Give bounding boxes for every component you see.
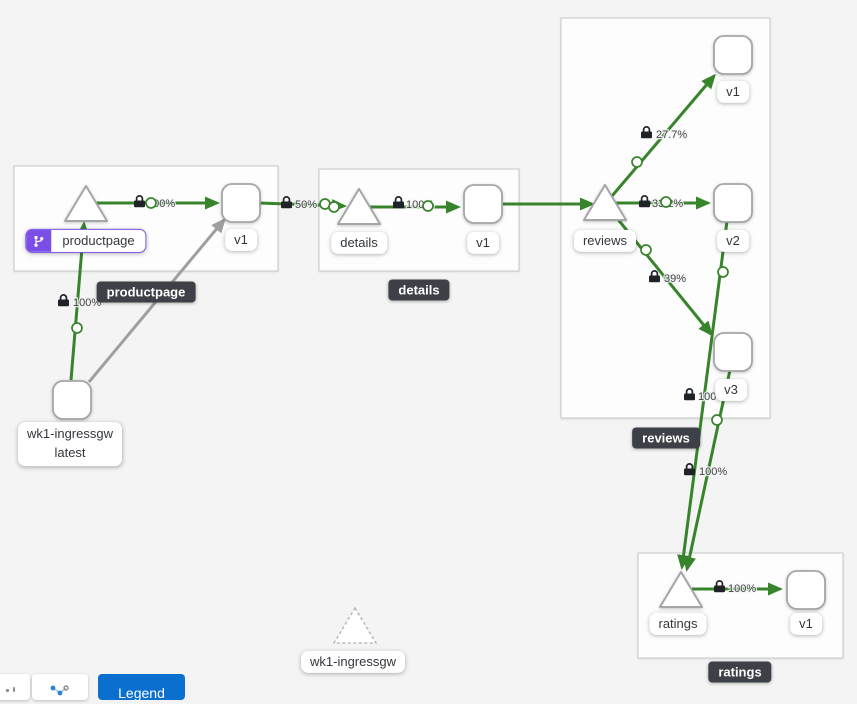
node-label-productpage-v1[interactable]: v1 (225, 228, 257, 252)
node-reviews-v3[interactable] (713, 332, 753, 372)
node-label-ratings-v1[interactable]: v1 (790, 612, 822, 636)
graph-overview-button[interactable] (32, 674, 88, 700)
mtls-lock-icon (281, 196, 292, 209)
node-productpage-v1[interactable] (221, 183, 261, 223)
hover-label-details: details (388, 279, 450, 301)
node-wk1-ingressgw-service-idle[interactable] (333, 607, 377, 644)
traffic-dot (640, 244, 652, 256)
edge-reviews-service-to-v1[interactable] (610, 73, 716, 197)
edge-reviews-v2-to-ratings-service[interactable] (677, 220, 729, 570)
node-label-details-v1[interactable]: v1 (467, 231, 499, 255)
traffic-dot (145, 197, 157, 209)
mtls-lock-icon (684, 388, 695, 401)
zoom-level-button[interactable] (0, 674, 30, 700)
traffic-dot (660, 196, 672, 208)
node-label-text: productpage (51, 229, 146, 253)
zoom-level-icon (4, 680, 17, 695)
node-ratings-v1[interactable] (786, 570, 826, 610)
node-label-line1: wk1-ingressgw (27, 426, 113, 442)
node-ratings-service[interactable] (659, 571, 703, 608)
node-label-wk1-ingressgw-service-idle[interactable]: wk1-ingressgw (301, 650, 405, 674)
edge-label-ingressgw-to-productpage-service: 100% (73, 297, 101, 309)
node-details-service[interactable] (337, 188, 381, 225)
traffic-dot (717, 266, 729, 278)
mtls-lock-icon (134, 195, 145, 208)
hover-label-reviews: reviews (632, 427, 700, 449)
traffic-dot (71, 322, 83, 334)
mtls-lock-icon (641, 126, 652, 139)
mtls-lock-icon (58, 294, 69, 307)
node-reviews-v1[interactable] (713, 35, 753, 75)
node-label-line2: latest (54, 445, 86, 460)
node-productpage-service[interactable] (64, 185, 108, 222)
mtls-lock-icon (649, 270, 660, 283)
node-label-reviews-v1[interactable]: v1 (717, 80, 749, 104)
hover-label-productpage: productpage (96, 281, 196, 303)
legend-button[interactable]: Legend (98, 674, 185, 701)
node-details-v1[interactable] (463, 184, 503, 224)
mtls-lock-icon (393, 196, 404, 209)
node-wk1-ingressgw-workload[interactable] (52, 380, 92, 420)
legend-button-label: Legend (118, 685, 165, 701)
traffic-dot (422, 200, 434, 212)
edge-reviews-v3-to-ratings-service[interactable] (683, 369, 732, 572)
node-label-wk1-ingressgw-workload[interactable]: wk1-ingressgw latest (18, 422, 122, 466)
edge-label-productpage-v1-to-details-service: 50% (295, 199, 317, 211)
mtls-lock-icon (714, 580, 725, 593)
graph-toolbar: Legend (0, 674, 300, 704)
node-label-ratings-service[interactable]: ratings (649, 612, 707, 636)
hover-label-ratings: ratings (708, 661, 772, 683)
node-label-details-service[interactable]: details (331, 231, 387, 255)
node-label-reviews-v2[interactable]: v2 (717, 229, 749, 253)
virtual-service-icon (26, 229, 52, 253)
edge-label-reviews-v2-to-ratings-service: 100% (699, 466, 727, 478)
traffic-dot (711, 414, 723, 426)
node-label-reviews-v3[interactable]: v3 (715, 378, 747, 402)
mtls-lock-icon (684, 463, 695, 476)
edge-label-reviews-service-to-v3: 39% (664, 273, 686, 285)
mini-graph-icon (49, 684, 71, 701)
mtls-lock-icon (639, 195, 650, 208)
node-label-productpage-service[interactable]: productpage (25, 228, 147, 254)
traffic-dot (631, 156, 643, 168)
node-label-reviews-service[interactable]: reviews (573, 229, 637, 253)
node-reviews-service[interactable] (583, 184, 627, 221)
node-reviews-v2[interactable] (713, 183, 753, 223)
edge-label-ratings-service-to-v1: 100% (728, 583, 756, 595)
edge-label-reviews-service-to-v1: 27.7% (656, 129, 687, 141)
traffic-dot (328, 201, 340, 213)
